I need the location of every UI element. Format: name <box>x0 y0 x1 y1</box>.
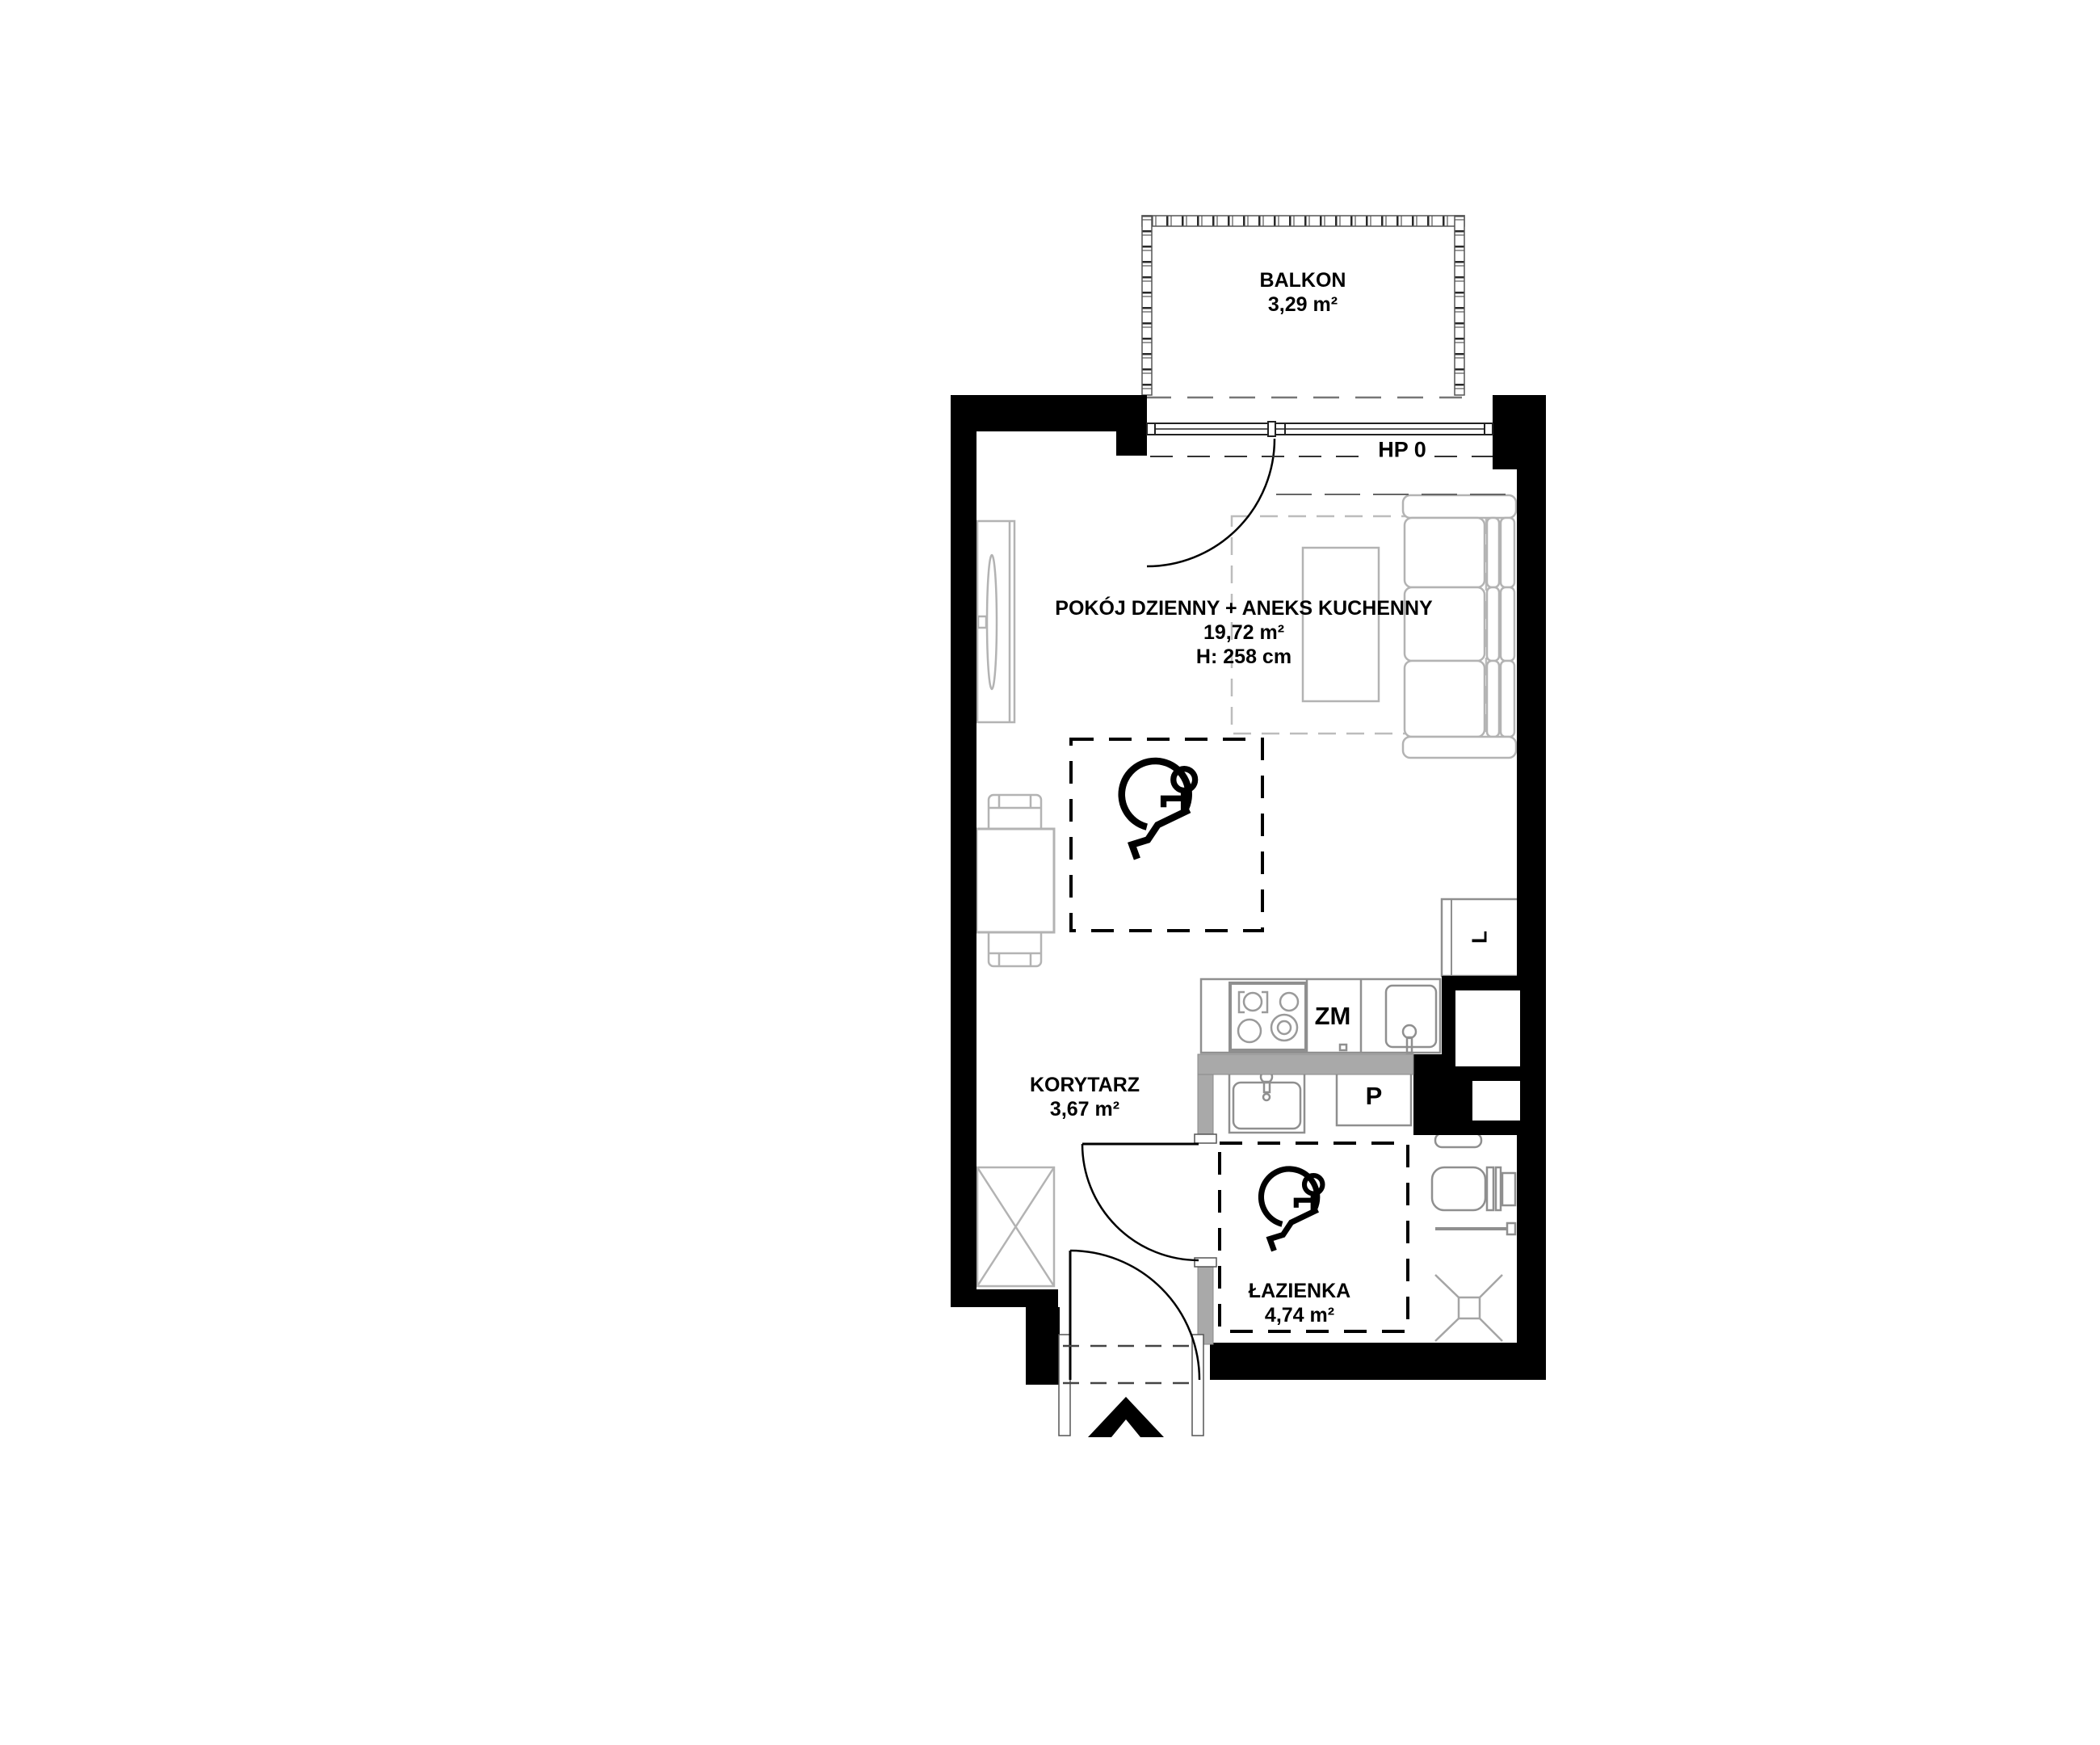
partition-bathroom <box>1197 1257 1214 1345</box>
wheelchair-icon-bathroom <box>1261 1169 1322 1248</box>
wardrobe <box>976 1166 1056 1288</box>
sofa <box>1401 494 1518 759</box>
wall-top-left <box>951 395 1147 431</box>
dishwasher-marker: ZM <box>1314 1002 1351 1030</box>
wall-right-bathroom <box>1517 1135 1546 1343</box>
sofa-back-cushion <box>1499 586 1516 662</box>
washing-machine-marker: P <box>1365 1082 1383 1110</box>
wheelchair-zone-bathroom <box>1218 1142 1409 1333</box>
partition-bathroom <box>1197 1074 1214 1144</box>
grab-bar-icon <box>1435 1222 1517 1236</box>
living-room-label: POKÓJ DZIENNY + ANEKS KUCHENNY 19,72 m² … <box>1055 596 1432 669</box>
sofa-armrest <box>1401 735 1518 759</box>
walls <box>951 395 1546 1385</box>
shaft-niche <box>1472 1081 1520 1121</box>
dining-set <box>975 793 1056 968</box>
bathroom-label: ŁAZIENKA 4,74 m² <box>1249 1279 1350 1327</box>
window-mullion <box>1267 421 1276 437</box>
partition-kitchen <box>1197 1053 1414 1075</box>
entrance-threshold <box>1063 1344 1198 1385</box>
entrance-door <box>1069 1249 1201 1381</box>
room-name: KORYTARZ <box>1029 1074 1140 1096</box>
shaft-wall <box>1520 976 1546 1137</box>
partition-walls <box>1197 1053 1414 1345</box>
fridge-marker: L <box>1467 931 1492 944</box>
wheelchair-zone-living <box>1069 738 1264 932</box>
sofa-seat <box>1403 659 1486 738</box>
shaft-wall <box>1442 976 1455 1070</box>
wall-entrance-left <box>1026 1307 1060 1385</box>
balcony-label: BALKON 3,29 m² <box>1260 268 1346 317</box>
room-area: 4,74 m² <box>1264 1304 1335 1327</box>
sofa-back-cushion <box>1485 659 1501 738</box>
entrance-jamb <box>1191 1334 1204 1436</box>
cooktop-icon <box>1228 982 1308 1052</box>
window-sill-marker: HP 0 <box>1371 437 1433 463</box>
shower-icon <box>1434 1274 1503 1342</box>
balcony-window <box>1146 421 1493 437</box>
kitchen-annex <box>1199 978 1442 1054</box>
sofa-back-cushion <box>1485 516 1501 589</box>
wall-bottom <box>1210 1343 1546 1380</box>
tv-stand <box>976 615 988 629</box>
corridor-label: KORYTARZ 3,67 m² <box>1030 1073 1140 1121</box>
entrance-arrow-icon <box>1088 1397 1164 1437</box>
wall-left <box>951 395 976 1292</box>
room-area: 3,67 m² <box>1049 1098 1120 1121</box>
tv-cabinet <box>976 519 1016 724</box>
sofa-clearance-zone <box>1230 515 1488 735</box>
sofa-back-cushion <box>1499 516 1516 589</box>
room-name: BALKON <box>1259 269 1346 292</box>
shaft-wall <box>1442 976 1546 990</box>
accessibility-zones <box>1069 738 1409 1333</box>
shaft-wall <box>1472 1121 1520 1135</box>
wall-right <box>1517 469 1546 976</box>
wall-top-right <box>1493 395 1546 469</box>
balcony-door-swing <box>1146 438 1276 568</box>
washbasin-icon <box>1228 1069 1306 1134</box>
kitchen-sink-icon <box>1384 984 1438 1054</box>
dining-table <box>975 827 1056 934</box>
sofa-back-cushion <box>1485 586 1501 662</box>
sofa-back-cushion <box>1499 659 1516 738</box>
door-jambs <box>1058 1133 1217 1436</box>
shaft-wall <box>1413 1054 1472 1135</box>
living-room-furniture <box>975 494 1518 1288</box>
towel-radiator-icon <box>1434 1132 1483 1149</box>
bathroom-door <box>1081 1142 1199 1262</box>
sofa-armrest <box>1401 494 1518 519</box>
dishwasher-handle <box>1338 1043 1348 1052</box>
window-annotation-lines <box>1150 456 1517 495</box>
wall-bottom-left <box>951 1289 1058 1307</box>
coffee-table <box>1301 546 1380 703</box>
sofa-seat <box>1403 516 1486 589</box>
room-area: 19,72 m² <box>1203 621 1285 644</box>
wall-window-jamb <box>1116 431 1147 456</box>
tv-screen <box>985 553 998 691</box>
wheelchair-icon-living <box>1122 761 1195 856</box>
room-name: ŁAZIENKA <box>1248 1280 1351 1302</box>
bathroom-fixtures <box>1228 1067 1517 1342</box>
shaft-niche <box>1455 990 1520 1066</box>
room-height: H: 258 cm <box>1195 645 1292 668</box>
entrance-jamb <box>1058 1334 1071 1436</box>
fridge-box <box>1440 898 1520 978</box>
room-name: POKÓJ DZIENNY + ANEKS KUCHENNY <box>1055 597 1433 620</box>
toilet-icon <box>1430 1166 1517 1212</box>
room-area: 3,29 m² <box>1267 293 1338 316</box>
balcony-railing <box>1141 215 1465 396</box>
